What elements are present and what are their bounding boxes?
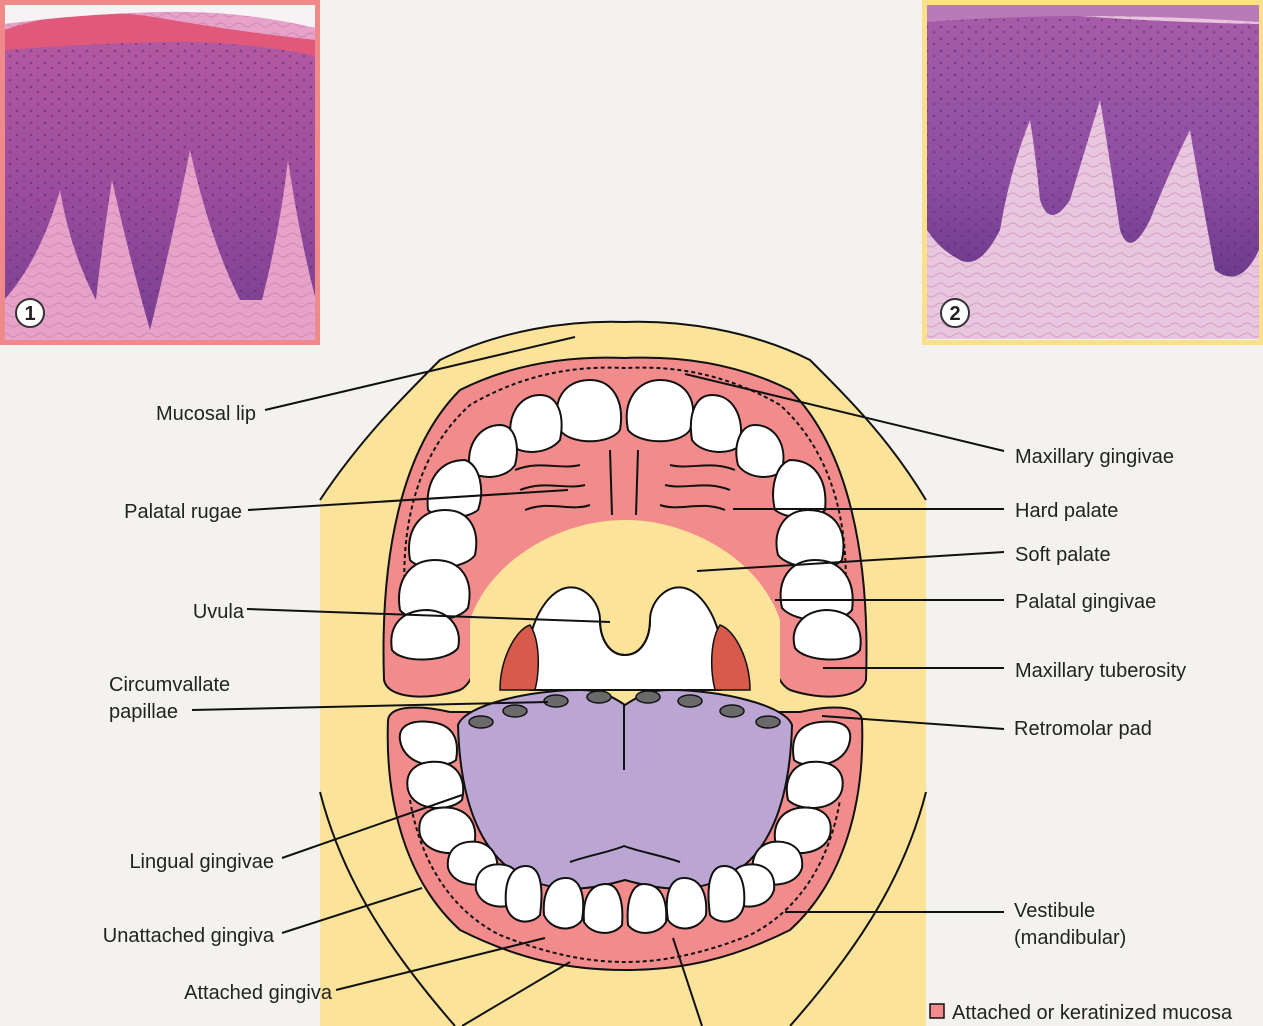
label-unattached-gingiva: Unattached gingiva — [103, 925, 275, 947]
legend: Attached or keratinized mucosa — [929, 1002, 1233, 1024]
tonsil-left — [499, 624, 540, 691]
leader-lines — [191, 336, 1005, 1026]
micrograph-1-badge-label: 1 — [24, 303, 35, 325]
label-palatal-gingivae: Palatal gingivae — [1015, 591, 1156, 613]
label-circumvallate-line2: papillae — [109, 701, 178, 723]
label-maxillary-tuberosity: Maxillary tuberosity — [1015, 660, 1186, 682]
palatal-rugae — [514, 449, 736, 516]
label-mucosal-lip: Mucosal lip — [156, 403, 256, 425]
label-lingual-gingivae: Lingual gingivae — [129, 851, 274, 873]
uvula — [599, 619, 651, 657]
label-uvula: Uvula — [193, 601, 245, 623]
label-vestibule-line2: (mandibular) — [1014, 927, 1126, 949]
label-soft-palate: Soft palate — [1015, 544, 1111, 566]
label-hard-palate: Hard palate — [1015, 500, 1118, 522]
label-circumvallate-line1: Circumvallate — [109, 674, 230, 696]
upper-teeth — [390, 378, 862, 661]
tonsil-right — [710, 624, 751, 691]
label-retromolar-pad: Retromolar pad — [1014, 718, 1152, 740]
label-attached-gingiva: Attached gingiva — [184, 982, 333, 1004]
micrograph-2-badge-label: 2 — [949, 303, 960, 325]
label-palatal-rugae: Palatal rugae — [124, 501, 242, 523]
label-maxillary-gingivae: Maxillary gingivae — [1015, 446, 1174, 468]
legend-label: Attached or keratinized mucosa — [952, 1002, 1233, 1024]
micrograph-1-badge — [15, 298, 45, 328]
circumvallate-papillae — [468, 690, 781, 729]
label-vestibule-line1: Vestibule — [1014, 900, 1095, 922]
labels-left: Mucosal lip Palatal rugae Uvula Circumva… — [103, 403, 333, 1004]
lower-teeth — [398, 720, 852, 934]
legend-swatch — [929, 1003, 945, 1019]
labels-right: Maxillary gingivae Hard palate Soft pala… — [1014, 446, 1186, 949]
micrograph-2: 2 — [922, 0, 1263, 345]
micrograph-1: 1 — [0, 0, 320, 345]
micrograph-2-badge — [940, 298, 970, 328]
